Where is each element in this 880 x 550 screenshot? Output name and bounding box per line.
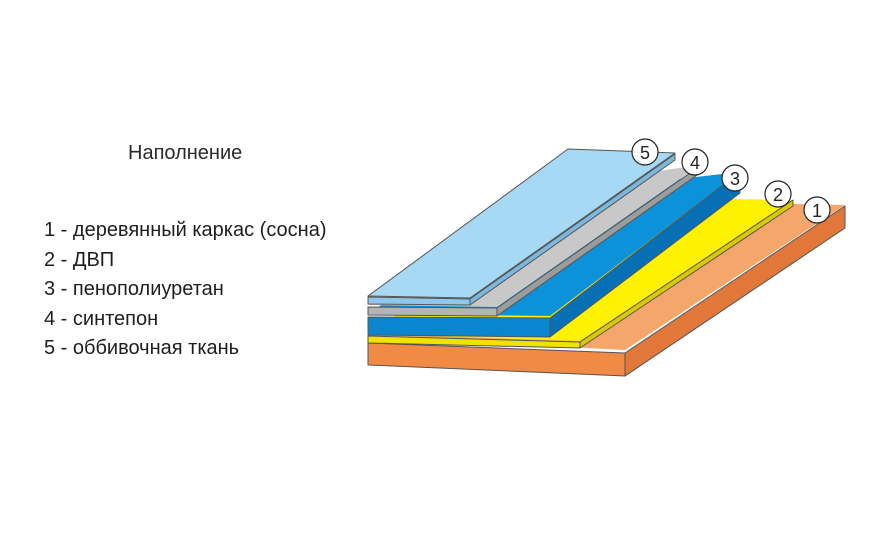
fabric-front bbox=[367, 296, 471, 306]
foam-front bbox=[367, 316, 551, 338]
callout-4-circle bbox=[681, 148, 709, 176]
legend-item-2: 2 - ДВП bbox=[44, 248, 115, 271]
legend-item-4: 4 - синтепон bbox=[44, 307, 159, 330]
callout-4: 4 bbox=[681, 148, 709, 176]
callout-1-number: 1 bbox=[812, 201, 822, 221]
callout-2-number: 2 bbox=[773, 185, 783, 205]
legend-item-3: 3 - пенополиуретан bbox=[44, 278, 224, 300]
diagram-title: Наполнение bbox=[128, 142, 243, 164]
callout-4-number: 4 bbox=[690, 153, 700, 173]
callout-3-number: 3 bbox=[730, 169, 740, 189]
callout-2-circle bbox=[764, 180, 792, 208]
layer-fabric bbox=[367, 148, 676, 306]
callout-2: 2 bbox=[764, 180, 792, 208]
fiberboard-side bbox=[579, 199, 794, 349]
callout-1-circle bbox=[803, 196, 831, 224]
callout-1: 1 bbox=[803, 196, 831, 224]
fabric-side bbox=[469, 153, 676, 306]
foam-side bbox=[549, 171, 741, 338]
legend-item-1: 1 - деревянный каркас (сосна) bbox=[44, 219, 327, 241]
fabric-top bbox=[367, 148, 676, 299]
callout-5: 5 bbox=[631, 138, 659, 166]
layer-legend: 1 - деревянный каркас (сосна) 2 - ДВП 3 … bbox=[44, 216, 327, 364]
padding-front bbox=[367, 306, 498, 317]
callout-3-circle bbox=[721, 164, 749, 192]
legend-item-5: 5 - оббивочная ткань bbox=[44, 337, 240, 359]
wood-frame-side bbox=[624, 205, 846, 377]
callout-5-circle bbox=[631, 138, 659, 166]
callout-3: 3 bbox=[721, 164, 749, 192]
callout-5-number: 5 bbox=[640, 143, 650, 163]
